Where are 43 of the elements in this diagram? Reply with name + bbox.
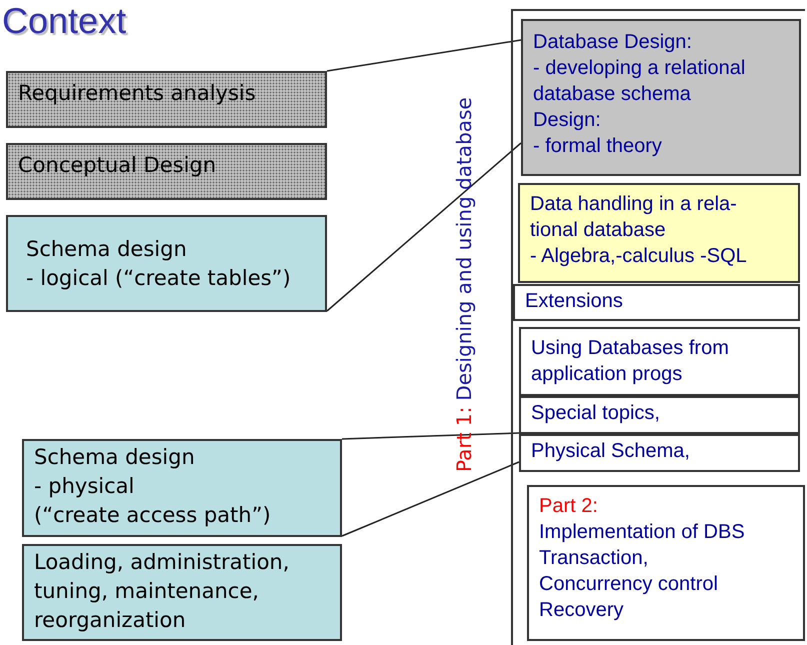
side-label: Designing and using database <box>452 97 476 401</box>
process-box <box>6 143 327 200</box>
box-text: Concurrency control <box>539 572 719 597</box>
topic-box <box>521 19 801 176</box>
topic-box <box>527 485 805 641</box>
box-text: Physical Schema, <box>531 439 691 464</box>
box-text: - developing a relational database schema <box>533 56 746 107</box>
connector-line <box>326 142 522 312</box>
box-text: Extensions <box>525 289 624 314</box>
connector-line <box>342 461 520 537</box>
section-frame <box>511 9 805 645</box>
box-text: (“create access path”) <box>34 502 272 529</box>
box-text: Requirements analysis <box>18 80 257 107</box>
box-text: Database Design: <box>533 30 693 55</box>
part-heading: Part 2: <box>539 494 599 519</box>
topic-box <box>519 434 800 472</box>
topic-box <box>519 327 800 396</box>
slide-title: Context <box>2 0 126 42</box>
box-text: Schema design <box>26 236 188 263</box>
box-text: Recovery <box>539 598 624 623</box>
side-label: Part 1: <box>452 406 476 472</box>
topic-box <box>519 396 800 434</box>
box-text: Loading, administration, tuning, maintenance, reorganization <box>34 549 290 634</box>
box-text: - physical <box>34 473 136 500</box>
box-text: Design: <box>533 108 602 133</box>
box-text: Data handling in a rela- tional database <box>530 192 738 243</box>
box-text: - formal theory <box>533 134 663 159</box>
box-text: - Algebra,-calculus -SQL <box>530 244 748 269</box>
process-box <box>6 71 327 128</box>
box-text: Using Databases from application progs <box>531 336 730 387</box>
box-text: Transaction, <box>539 546 650 571</box>
box-text: Implementation of DBS <box>539 520 746 545</box>
box-text: Schema design <box>34 444 196 471</box>
box-text: - logical (“create tables”) <box>26 265 292 292</box>
topic-box <box>513 284 800 321</box>
process-box <box>22 439 342 537</box>
connector-line <box>326 39 522 72</box>
box-text: Special topics, <box>531 401 661 426</box>
topic-box <box>518 183 800 283</box>
connector-line <box>342 432 520 440</box>
process-box <box>22 544 342 641</box>
process-box <box>6 215 327 312</box>
box-text: Conceptual Design <box>18 152 218 179</box>
